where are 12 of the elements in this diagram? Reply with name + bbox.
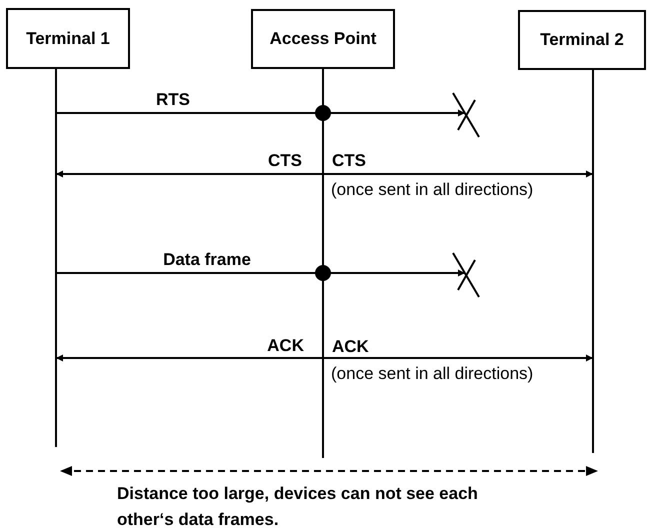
note-text: (once sent in all directions) [331,180,534,200]
message-arrow [56,270,465,276]
participant-name: Access Point [268,28,378,50]
message-arrow [323,354,593,362]
participant-name: Terminal 2 [539,29,625,51]
message-arrow [56,110,465,116]
note-text: Distance too large, devices can not see each other‘s data frames. [117,483,479,528]
participant-name: Terminal 1 [25,28,111,50]
message-arrow [323,170,593,178]
note-text: (once sent in all directions) [331,364,534,384]
message-arrow [56,354,323,362]
message-arrow [56,170,323,178]
